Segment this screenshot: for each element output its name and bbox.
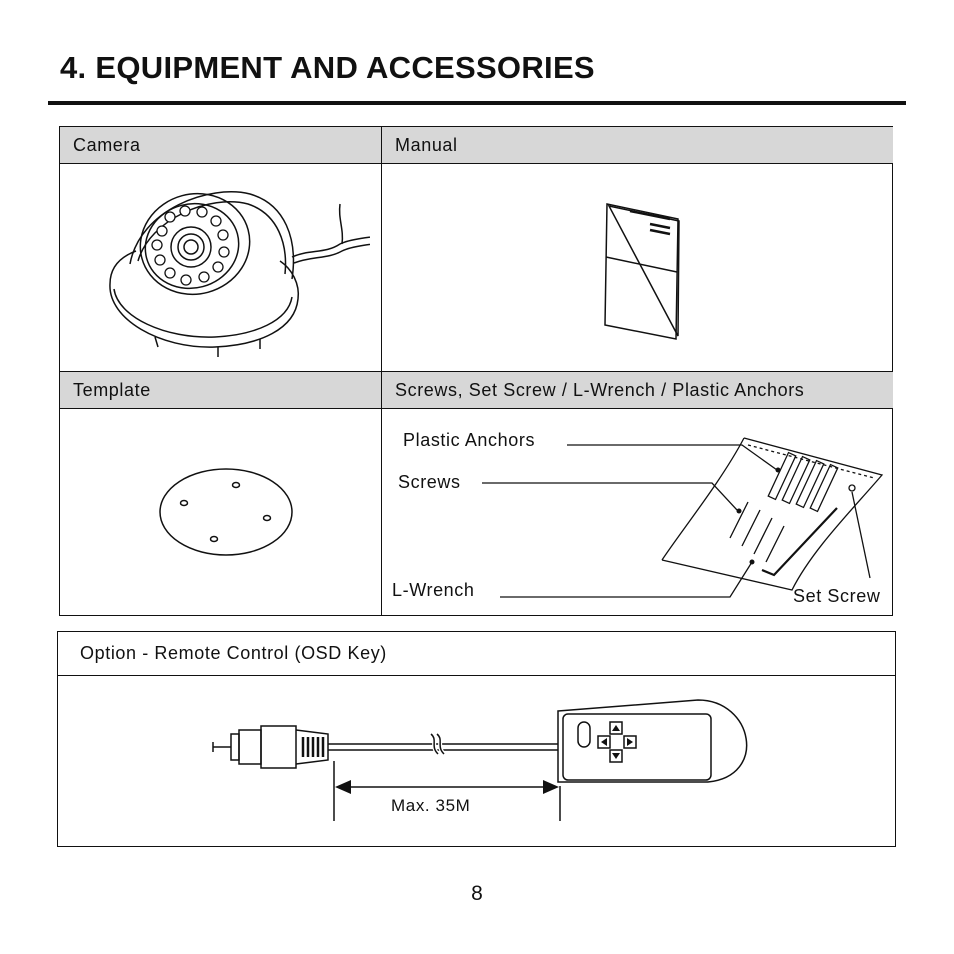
template-image [159,468,293,556]
cable-length-label: Max. 35M [391,796,471,815]
page-title: 4. EQUIPMENT AND ACCESSORIES [60,50,595,85]
manual-header: Manual [382,127,893,164]
row-divider [60,371,892,372]
hardware-bag-image [482,437,884,598]
screws-header: Screws, Set Screw / L-Wrench / Plastic A… [382,372,893,409]
option-section: Option - Remote Control (OSD Key) [57,631,896,847]
column-divider [381,127,382,615]
dome-camera-image [109,191,370,357]
set-screw-label: Set Screw [793,586,881,606]
l-wrench-label: L-Wrench [392,580,475,600]
remote-control-image [212,699,748,821]
screws-label: Screws [398,472,461,492]
accessories-table: Camera Manual Template Screws, Set Screw… [59,126,893,616]
title-underline [48,101,906,105]
template-header: Template [60,372,382,409]
camera-header: Camera [60,127,382,164]
plastic-anchors-label: Plastic Anchors [403,430,536,450]
manual-image [604,203,680,340]
page-number: 8 [471,882,483,905]
option-header: Option - Remote Control (OSD Key) [58,632,895,676]
